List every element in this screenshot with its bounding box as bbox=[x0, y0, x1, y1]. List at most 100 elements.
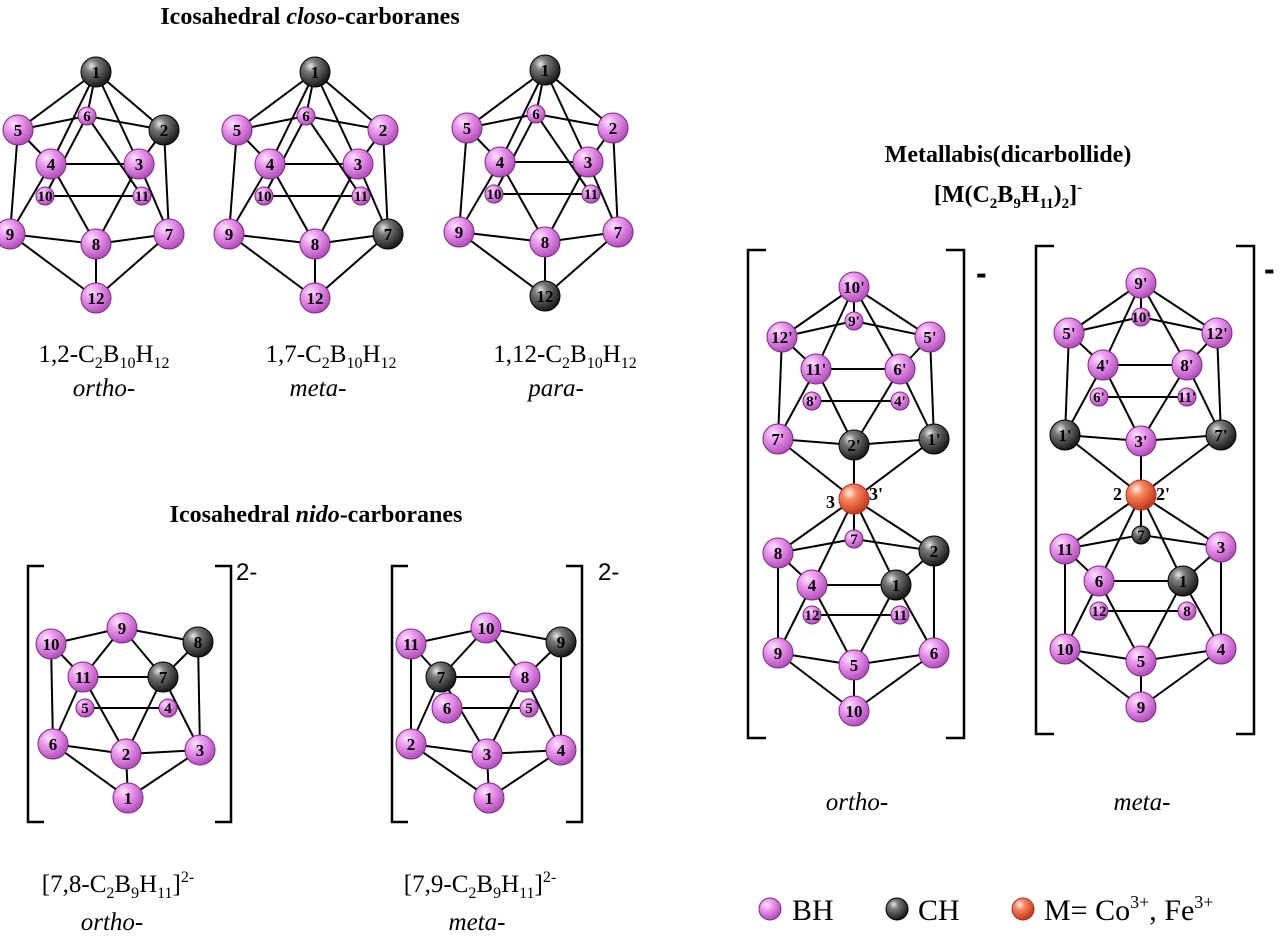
metalla-meta-metal-atom-sphere bbox=[1125, 479, 1157, 511]
metalla-ortho-9'-atom: 9' bbox=[844, 311, 864, 331]
metalla-meta-lo-9-atom-label: 9 bbox=[1137, 698, 1146, 717]
bond-line bbox=[236, 71, 316, 131]
closo-1-9-atom-sphere bbox=[213, 218, 245, 250]
nido-0-3-atom: 3 bbox=[184, 734, 216, 766]
bond-line bbox=[1064, 332, 1070, 436]
metalla-meta-9'-atom-sphere bbox=[1125, 267, 1157, 299]
closo-2-8-atom-label: 8 bbox=[541, 233, 550, 252]
heading-metalla: Metallabis(dicarbollide) bbox=[885, 142, 1132, 168]
bond-line bbox=[228, 129, 238, 235]
metalla-meta-lo-8-atom: 8 bbox=[1177, 601, 1197, 621]
metalla-meta-lo-5-atom: 5 bbox=[1125, 645, 1157, 677]
nido-1-6-atom-sphere bbox=[431, 692, 463, 724]
metalla-meta-3'-atom-sphere bbox=[1125, 425, 1157, 457]
metalla-meta-lo-6-atom-sphere bbox=[1083, 565, 1115, 597]
metalla-meta-lo-6-atom: 6 bbox=[1083, 565, 1115, 597]
metalla-meta-lo-10-atom-sphere bbox=[1049, 633, 1081, 665]
bonds bbox=[50, 627, 201, 799]
metalla-ortho-lo-4-atom-label: 4 bbox=[808, 576, 817, 595]
closo-2-5-atom-sphere bbox=[451, 112, 483, 144]
svg-text:[7,9-C2B9H11]2-: [7,9-C2B9H11]2- bbox=[404, 869, 556, 902]
closo-2-1-atom: 1 bbox=[529, 54, 561, 86]
metalla-meta-5'-atom: 5' bbox=[1053, 317, 1085, 349]
bond-line bbox=[612, 127, 619, 233]
metalla-ortho-9'-atom-label: 9' bbox=[848, 314, 860, 330]
nido-1-6-atom: 6 bbox=[431, 692, 463, 724]
bonds bbox=[228, 71, 389, 299]
nido-1-8-atom: 8 bbox=[509, 661, 541, 693]
bond-line bbox=[1140, 282, 1188, 366]
nido-1-7-atom: 7 bbox=[425, 661, 457, 693]
nido-0-5-atom-sphere bbox=[75, 698, 95, 718]
metalla-ortho-12'-atom-label: 12' bbox=[771, 328, 793, 347]
closo-2-3-atom: 3 bbox=[572, 146, 604, 178]
svg-text:1,7-C2B10H12: 1,7-C2B10H12 bbox=[266, 341, 397, 372]
bond-line bbox=[197, 641, 201, 751]
metalla-meta-lo-8-atom-sphere bbox=[1177, 601, 1197, 621]
bond-line bbox=[1140, 494, 1222, 548]
metalla-ortho-4'-atom-sphere bbox=[890, 391, 910, 411]
closo-1-8-atom-sphere bbox=[299, 228, 331, 260]
closo-0-4-atom-sphere bbox=[35, 148, 67, 180]
bond-line bbox=[314, 71, 359, 165]
bond-line bbox=[458, 127, 468, 233]
bond-line bbox=[853, 438, 935, 500]
metalla-meta-7'-atom-label: 7' bbox=[1214, 426, 1227, 445]
closo-caption-ortho: 1,2-C2B10H12 ortho- bbox=[39, 341, 170, 402]
legend-bh-marker bbox=[758, 897, 782, 921]
metal-label-meta-left: 2 bbox=[1113, 484, 1122, 504]
closo-0-8-atom-sphere bbox=[80, 228, 112, 260]
metalla-meta-3'-atom: 3' bbox=[1125, 425, 1157, 457]
closo-1-2-atom: 2 bbox=[367, 114, 399, 146]
metalla-meta-lo-6-atom-label: 6 bbox=[1095, 572, 1104, 591]
closo-0-3-atom-sphere bbox=[123, 148, 155, 180]
bond-line bbox=[1064, 648, 1142, 708]
metalla-meta-brackets bbox=[1034, 244, 1256, 736]
metalla-meta-6'-atom: 6' bbox=[1089, 387, 1109, 407]
nido-1-2-atom-sphere bbox=[395, 728, 427, 760]
metalla-ortho-1'-atom: 1' bbox=[918, 423, 950, 455]
closo-1-5-atom: 5 bbox=[221, 114, 253, 146]
closo-2-9-atom-label: 9 bbox=[455, 223, 464, 242]
closo-1-8-atom: 8 bbox=[299, 228, 331, 260]
metalla-meta-lo-1-atom-label: 1 bbox=[1179, 572, 1188, 591]
closo-1-10-atom: 10 bbox=[254, 186, 274, 206]
closo-1-3-atom: 3 bbox=[342, 148, 374, 180]
nido-0-8-atom-label: 8 bbox=[194, 633, 203, 652]
metalla-meta-10'-atom-sphere bbox=[1131, 307, 1151, 327]
bond-line bbox=[1064, 494, 1142, 550]
closo-2-6-atom-sphere bbox=[526, 104, 546, 124]
nido-1-5-atom-sphere bbox=[519, 698, 539, 718]
metalla-ortho-lo-4-atom-sphere bbox=[796, 569, 828, 601]
bond-line bbox=[466, 69, 546, 129]
closo-0-10-atom: 10 bbox=[35, 186, 55, 206]
nido-1-4-atom-sphere bbox=[545, 734, 577, 766]
metalla-ortho-lo-11-atom: 11 bbox=[890, 605, 910, 625]
metalla-ortho-lo-2-atom-label: 2 bbox=[930, 542, 939, 561]
closo-0-2-atom-label: 2 bbox=[160, 121, 169, 140]
metalla-meta-12'-atom-label: 12' bbox=[1206, 324, 1228, 343]
closo-2-3-atom-sphere bbox=[572, 146, 604, 178]
nido-1-3-atom-label: 3 bbox=[483, 745, 492, 764]
nido-0-1-atom-sphere bbox=[112, 782, 144, 814]
closo-1-4-atom: 4 bbox=[254, 148, 286, 180]
metalla-meta-5'-atom-label: 5' bbox=[1062, 324, 1075, 343]
closo-1-4-atom-label: 4 bbox=[266, 155, 275, 174]
closo-1-10-atom-label: 10 bbox=[257, 189, 272, 205]
metalla-meta-11'-atom-label: 11' bbox=[1178, 390, 1196, 406]
bond-line bbox=[9, 129, 19, 235]
metalla-ortho-8'-atom: 8' bbox=[802, 391, 822, 411]
metalla-meta-lo-12-atom-label: 12 bbox=[1092, 604, 1107, 620]
nido-caption-ortho: [7,8-C2B9H11]2- ortho- bbox=[42, 869, 194, 936]
nido-1-10-atom-label: 10 bbox=[478, 619, 495, 638]
metalla-meta-lo-12-atom: 12 bbox=[1089, 601, 1109, 621]
metalla-meta-lo-4-atom-label: 4 bbox=[1217, 640, 1226, 659]
legend-metal-marker bbox=[1011, 897, 1035, 921]
metalla-meta-12'-atom: 12' bbox=[1201, 317, 1233, 349]
metalla-ortho-charge: - bbox=[976, 255, 987, 291]
closo-2-11-atom-label: 11 bbox=[584, 187, 598, 203]
closo-1-5-atom-label: 5 bbox=[233, 121, 242, 140]
closo-2-7-atom-sphere bbox=[602, 216, 634, 248]
